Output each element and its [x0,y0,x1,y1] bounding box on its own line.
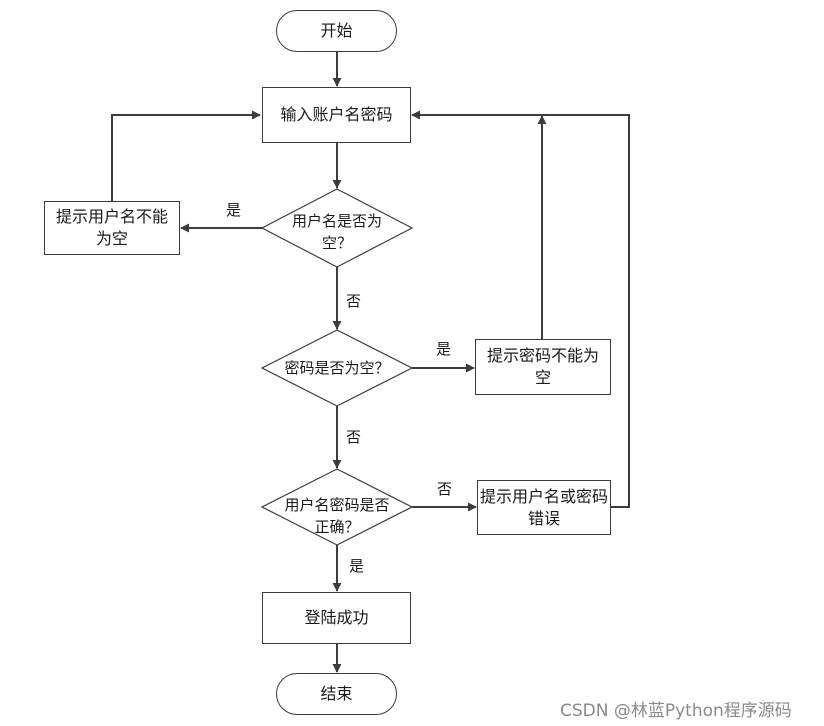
edge-label-username-no: 否 [346,292,362,310]
end-label: 结束 [320,684,353,703]
login-success-box: 登陆成功 [262,592,411,644]
correct-check-label: 用户名密码是否正确？ [284,496,390,536]
arrow-username-msg-back [111,110,261,201]
start-label: 开始 [320,21,353,40]
arrow-wrong-msg-back [411,110,630,508]
wrong-credentials-box: 提示用户名或密码错误 [477,480,611,535]
password-check-text: 密码是否为空？ [272,357,402,379]
end-terminal: 结束 [276,673,397,715]
edge-label-username-yes: 是 [226,201,242,219]
username-check-label: 用户名是否为空？ [291,212,382,252]
input-credentials-box: 输入账户名密码 [262,87,411,143]
username-empty-box: 提示用户名不能为空 [44,201,180,255]
start-terminal: 开始 [276,10,397,52]
username-check-text: 用户名是否为空？ [282,210,392,254]
edge-label-correct-yes: 是 [349,557,365,575]
password-check-label: 密码是否为空？ [284,359,390,377]
password-empty-box: 提示密码不能为空 [475,339,611,395]
correct-check-text: 用户名密码是否正确？ [278,494,396,538]
input-credentials-label: 输入账户名密码 [280,105,393,124]
username-empty-label: 提示用户名不能为空 [55,207,168,248]
csdn-watermark: CSDN @林蓝Python程序源码 [560,701,792,721]
wrong-credentials-label: 提示用户名或密码错误 [480,486,609,528]
edge-label-password-yes: 是 [436,340,452,358]
edge-label-password-no: 否 [346,428,362,446]
password-empty-label: 提示密码不能为空 [486,346,599,387]
login-success-label: 登陆成功 [304,608,369,627]
edge-label-correct-no: 否 [437,480,453,498]
